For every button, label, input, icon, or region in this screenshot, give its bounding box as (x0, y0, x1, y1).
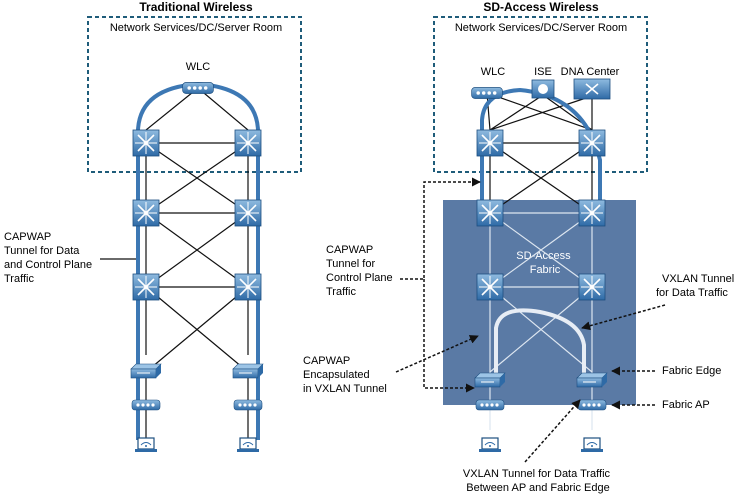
left-wlc (182, 81, 214, 95)
left-access-switch-1 (130, 363, 162, 379)
left-access-switch-2 (232, 363, 264, 379)
left-title: Traditional Wireless (139, 0, 253, 14)
capwap-control-arrow (400, 177, 481, 280)
ise-server (531, 79, 555, 99)
fabric-edge-switch-1 (474, 372, 506, 388)
sd-access-fabric-area (443, 200, 636, 405)
right-client-1 (478, 437, 502, 453)
right-intermediate-switch-1 (476, 273, 504, 301)
right-services-label: Network Services/DC/Server Room (455, 22, 627, 34)
left-agg-switch-2 (234, 273, 262, 301)
vxlan-data-label: VXLAN Tunnel for Data Traffic (656, 273, 737, 299)
right-core-switch-1 (476, 129, 504, 157)
fabric-edge-switch-2 (576, 372, 608, 388)
fabric-label: SD-Access Fabric (516, 250, 573, 276)
left-ap-1 (131, 399, 161, 411)
left-links (145, 87, 249, 440)
vxlan-bottom-arrow (524, 399, 581, 463)
vxlan-data-arrow (581, 304, 666, 331)
right-title: SD-Access Wireless (483, 0, 599, 14)
left-capwap-label: CAPWAP Tunnel for Data and Control Plane… (4, 231, 95, 285)
left-wlc-label: WLC (186, 61, 211, 73)
right-core-switch-2 (578, 129, 606, 157)
fabric-ap-1 (475, 399, 505, 411)
left-dist-switch-2 (234, 199, 262, 227)
left-dist-switch-1 (132, 199, 160, 227)
fabric-edge-label: Fabric Edge (662, 365, 721, 377)
right-intermediate-switch-2 (578, 273, 606, 301)
dna-center-label: DNA Center (561, 66, 620, 78)
left-agg-switch-1 (132, 273, 160, 301)
left-client-2 (236, 437, 260, 453)
fabric-ap-label: Fabric AP (662, 399, 710, 411)
capwap-control-label: CAPWAP Tunnel for Control Plane Traffic (326, 244, 396, 298)
right-client-2 (580, 437, 604, 453)
dna-center-server (573, 78, 611, 100)
ise-label: ISE (534, 66, 552, 78)
capwap-encap-arrow-2 (423, 279, 475, 393)
left-services-label: Network Services/DC/Server Room (110, 22, 282, 34)
left-core-switch-2 (234, 129, 262, 157)
left-ap-2 (233, 399, 263, 411)
right-services-box (433, 16, 648, 173)
right-wlc (471, 86, 503, 100)
left-core-switch-1 (132, 129, 160, 157)
capwap-encap-label: CAPWAP Encapsulated in VXLAN Tunnel (303, 355, 387, 395)
left-client-1 (134, 437, 158, 453)
vxlan-bottom-label: VXLAN Tunnel for Data Traffic Between AP… (463, 468, 613, 494)
fabric-links (489, 212, 593, 430)
left-services-box (87, 16, 302, 173)
right-border-switch-1 (476, 199, 504, 227)
right-border-switch-2 (578, 199, 606, 227)
vxlan-data-tunnel (494, 308, 586, 385)
right-wlc-label: WLC (481, 66, 506, 78)
fabric-ap-2 (577, 399, 607, 411)
